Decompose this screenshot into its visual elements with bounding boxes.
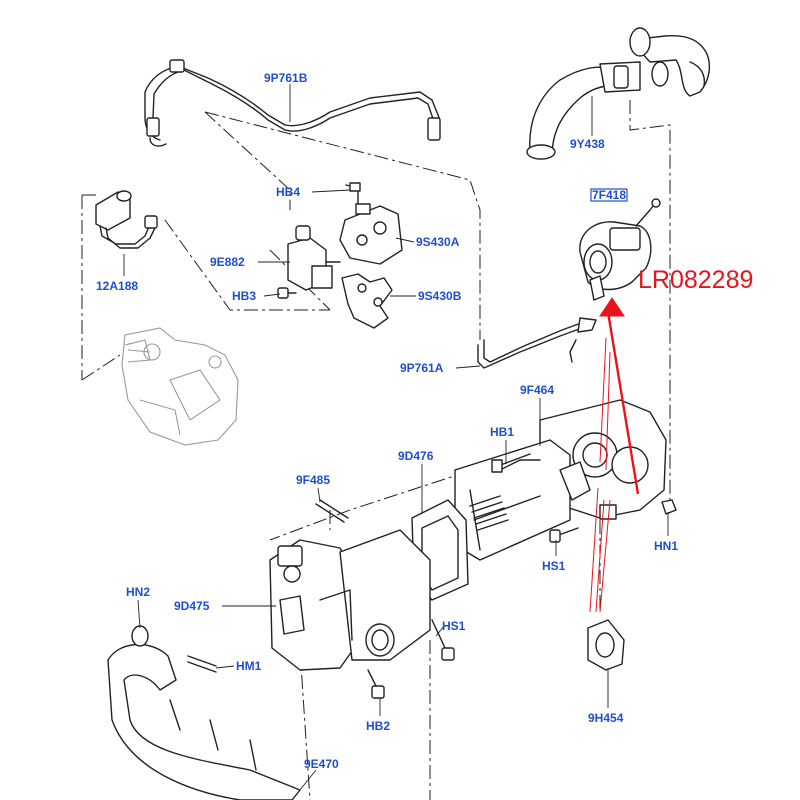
label-HS1-upper: HS1 bbox=[542, 559, 566, 573]
part-HS1-screw-upper bbox=[549, 527, 579, 543]
label-9P761A: 9P761A bbox=[400, 361, 444, 375]
callout-labels: 9P761B 9Y438 HB4 7F418 9E882 9S430A 12A1… bbox=[96, 71, 678, 771]
label-HN2: HN2 bbox=[126, 585, 150, 599]
label-9D476: 9D476 bbox=[398, 449, 434, 463]
part-9F464-egr-cooler bbox=[454, 399, 667, 561]
part-9D475-egr-valve bbox=[269, 529, 431, 671]
part-number-annotation: LR082289 bbox=[638, 266, 753, 294]
cooler-fins bbox=[469, 495, 509, 531]
label-9E470: 9E470 bbox=[304, 757, 339, 771]
assembly-dash-lines bbox=[81, 100, 671, 800]
label-9P761B: 9P761B bbox=[264, 71, 308, 85]
label-9Y438: 9Y438 bbox=[570, 137, 605, 151]
part-9Y438-hose bbox=[526, 27, 711, 160]
label-HN1: HN1 bbox=[654, 539, 678, 553]
part-9E882-solenoid bbox=[287, 225, 341, 291]
label-HB3: HB3 bbox=[232, 289, 256, 303]
part-HB1-bolt bbox=[491, 453, 531, 473]
leader-lines bbox=[123, 84, 669, 791]
part-9E470-pipe bbox=[107, 625, 301, 800]
label-HB2: HB2 bbox=[366, 719, 390, 733]
part-9S430A-bracket bbox=[339, 203, 403, 265]
part-9H454-gasket bbox=[587, 619, 625, 671]
label-9H454: 9H454 bbox=[588, 711, 624, 725]
part-9S430B-bracket bbox=[341, 273, 393, 329]
label-9E882: 9E882 bbox=[210, 255, 245, 269]
label-HS1-lower: HS1 bbox=[442, 619, 466, 633]
label-HB4: HB4 bbox=[276, 185, 300, 199]
7F418-highlight-box bbox=[590, 188, 628, 202]
label-9S430B: 9S430B bbox=[418, 289, 462, 303]
label-9D475: 9D475 bbox=[174, 599, 210, 613]
part-9P761B-tube bbox=[144, 59, 441, 147]
part-HB2-bolt bbox=[367, 669, 385, 699]
part-HS1-screw-lower bbox=[431, 619, 455, 661]
part-fuel-pump-context bbox=[121, 327, 239, 446]
label-7F418: 7F418 bbox=[592, 188, 626, 202]
label-HB1: HB1 bbox=[490, 425, 514, 439]
label-9F485: 9F485 bbox=[296, 473, 330, 487]
label-9F464: 9F464 bbox=[520, 383, 554, 397]
part-HB4-bolt bbox=[345, 182, 361, 207]
part-9P761A-tube bbox=[477, 317, 597, 369]
part-9F485-stud bbox=[315, 499, 349, 523]
red-highlight-annotation bbox=[589, 297, 640, 613]
part-HM1-stud bbox=[187, 655, 217, 673]
part-12A188-sensor bbox=[95, 190, 158, 249]
part-7F418-actuator bbox=[579, 198, 661, 301]
part-HN1-nut bbox=[661, 499, 677, 515]
part-HB3-bolt bbox=[277, 287, 297, 299]
label-HM1: HM1 bbox=[236, 659, 262, 673]
label-12A188: 12A188 bbox=[96, 279, 138, 293]
label-9S430A: 9S430A bbox=[416, 235, 460, 249]
